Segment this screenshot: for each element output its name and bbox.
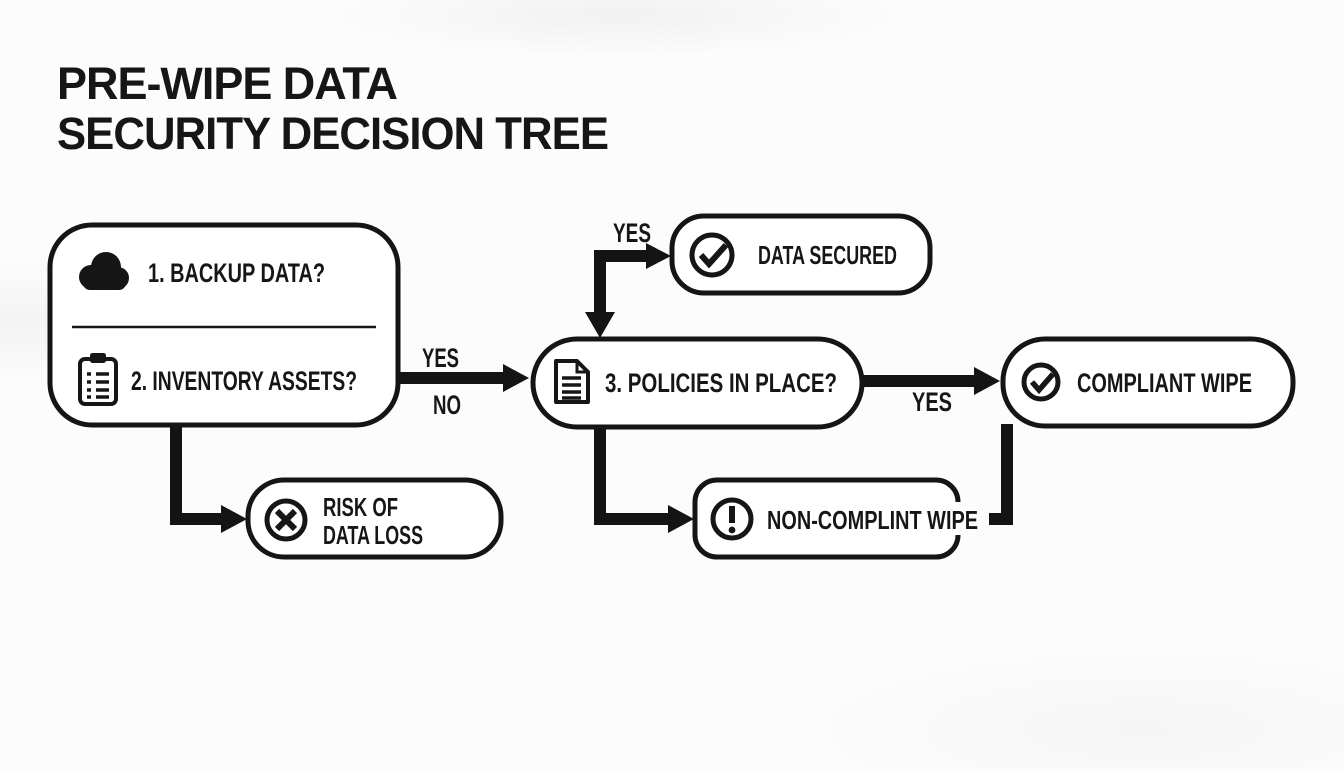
node-assessment-box	[47, 222, 401, 428]
node-data-secured-box	[669, 213, 933, 296]
clipboard-icon	[78, 353, 118, 406]
node-policies: 3. POLICIES IN PLACE?	[530, 336, 865, 430]
page-title-line1: PRE-WIPE DATA	[57, 58, 397, 109]
connector-policies-to-data-secured	[585, 243, 671, 338]
exclamation-circle-icon	[710, 497, 754, 541]
edge-label-no-assessment: NO	[433, 390, 461, 420]
check-circle-icon	[689, 232, 735, 278]
node-data-secured: DATA SECURED	[669, 213, 933, 296]
node-risk-box	[245, 477, 504, 560]
document-icon	[554, 359, 590, 404]
page-title: PRE-WIPE DATA SECURITY DECISION TREE	[57, 58, 609, 159]
connector-policies-to-compliant	[862, 367, 1000, 395]
connector-policies-to-non-compliant	[594, 427, 694, 533]
edge-label-yes-data-secured: YES	[613, 218, 651, 248]
edge-label-yes-compliant: YES	[912, 387, 952, 417]
compliant-wipe-label: COMPLIANT WIPE	[1077, 368, 1252, 398]
non-compliant-wipe-label: NON-COMPLINT WIPE	[767, 505, 978, 535]
node-non-compliant-wipe: NON-COMPLINT WIPE	[692, 477, 978, 560]
connector-assessment-to-risk	[170, 425, 247, 533]
node-compliant-wipe: COMPLIANT WIPE	[1000, 336, 1296, 429]
policies-label: 3. POLICIES IN PLACE?	[605, 368, 837, 398]
assessment-item1-label: 1. BACKUP DATA?	[148, 258, 325, 288]
page-title-line2: SECURITY DECISION TREE	[57, 108, 608, 159]
x-circle-icon	[264, 498, 308, 542]
node-non-compliant-wipe-box	[692, 477, 961, 560]
node-risk-of-data-loss: RISK OF DATA LOSS	[245, 477, 504, 560]
risk-label-line2: DATA LOSS	[323, 520, 423, 550]
data-secured-label: DATA SECURED	[758, 240, 897, 270]
connector-assessment-to-policies	[398, 364, 529, 392]
edge-label-yes-assessment: YES	[422, 343, 459, 373]
node-policies-box	[530, 336, 865, 430]
assessment-item2-label: 2. INVENTORY ASSETS?	[131, 366, 357, 396]
check-circle-icon	[1021, 362, 1061, 402]
node-assessment: 1. BACKUP DATA? 2. INVENTORY ASSETS?	[47, 222, 401, 428]
node-compliant-wipe-box	[1000, 336, 1296, 429]
risk-label-line1: RISK OF	[323, 492, 398, 522]
connector-non-compliant-to-compliant	[989, 424, 1013, 525]
cloud-icon	[79, 252, 129, 290]
